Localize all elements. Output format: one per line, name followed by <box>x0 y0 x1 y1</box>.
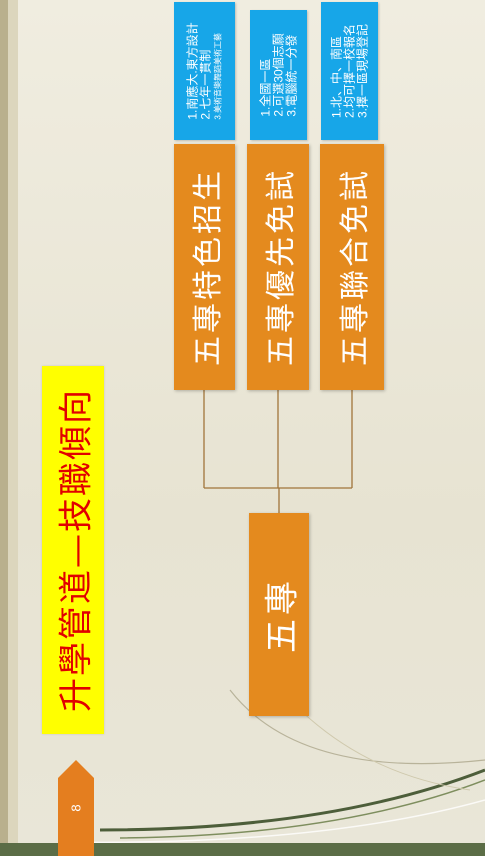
info-line: 2.可選30個志願 <box>271 33 285 117</box>
root-node: 五專 <box>249 513 309 716</box>
left-decorative-edge <box>0 0 8 856</box>
info-line: 2.七年一貫制 <box>198 49 212 120</box>
root-node-label: 五專 <box>262 576 303 653</box>
branch-node-label: 五專聯合免試 <box>338 168 373 366</box>
slide-title: 升學管道—技職傾向 <box>56 388 97 712</box>
branch-node-priority-exam-free: 五專優先免試 <box>247 144 309 390</box>
info-box-joint-exam-free: 1.北、中、南區 2.均可擇一校報名 3.擇一區現場登記 <box>321 2 378 140</box>
info-line: 3.電腦統一分發 <box>284 34 298 117</box>
branch-node-joint-exam-free: 五專聯合免試 <box>320 144 384 390</box>
info-line: 1.南應大.東方設計 <box>185 22 199 120</box>
branch-node-special-recruitment: 五專特色招生 <box>174 144 235 390</box>
branch-node-label: 五專特色招生 <box>190 168 226 366</box>
info-line: 1.全國一區 <box>258 58 272 117</box>
page-tab-shape <box>58 760 94 856</box>
info-line: 1.北、中、南區 <box>329 35 343 119</box>
info-line: 3.美術音樂舞蹈美術工藝 <box>213 33 222 120</box>
info-line: 2.均可擇一校報名 <box>342 23 356 119</box>
bottom-band <box>0 843 485 856</box>
page-number-tab: 8 <box>58 760 94 856</box>
info-box-special-recruitment: 1.南應大.東方設計 2.七年一貫制 3.美術音樂舞蹈美術工藝 <box>174 2 235 140</box>
title-banner: 升學管道—技職傾向 <box>42 366 104 734</box>
branch-node-label: 五專優先免試 <box>264 168 299 366</box>
info-line: 3.擇一區現場登記 <box>355 23 369 119</box>
page-number: 8 <box>68 804 84 812</box>
info-box-priority-exam-free: 1.全國一區 2.可選30個志願 3.電腦統一分發 <box>250 10 307 140</box>
